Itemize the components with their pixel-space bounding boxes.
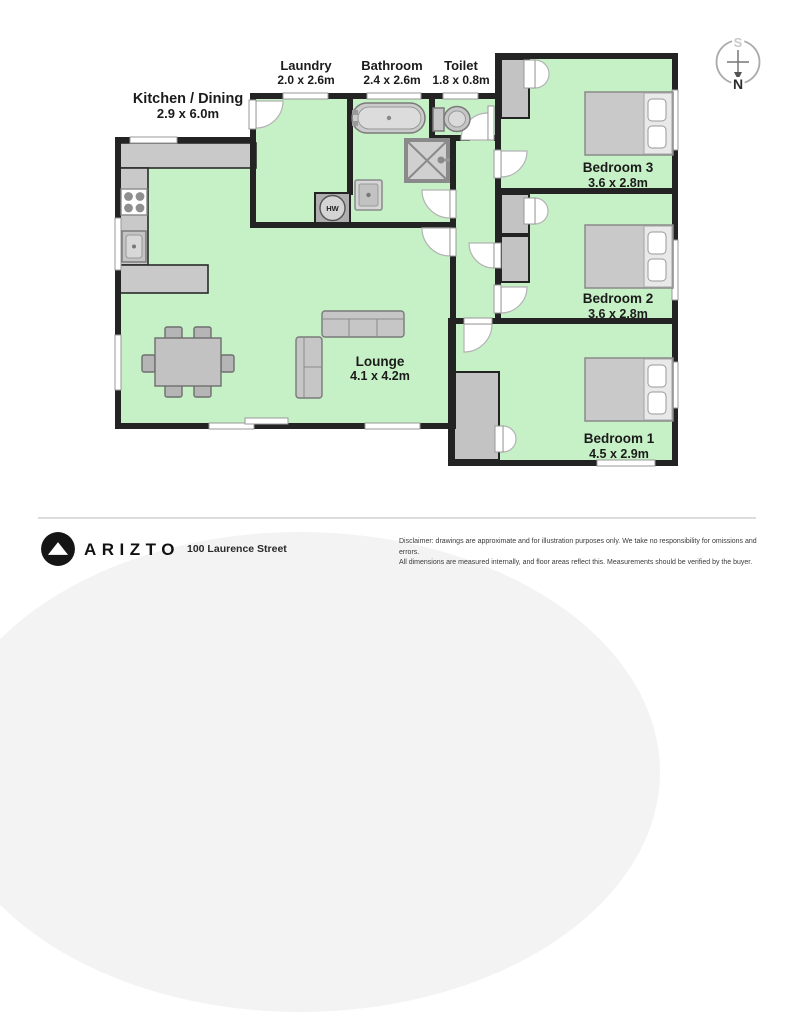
disclaimer-line1: Disclaimer: drawings are approximate and… bbox=[399, 538, 757, 556]
arizto-logo-icon bbox=[41, 532, 75, 566]
laundry-window bbox=[282, 92, 329, 100]
laundry-dims: 2.0 x 2.6m bbox=[277, 73, 334, 87]
door-swings bbox=[255, 59, 550, 453]
lounge-slider-b bbox=[244, 417, 289, 425]
bed-bedroom2 bbox=[584, 224, 674, 289]
bedroom3-dims: 3.6 x 2.8m bbox=[588, 176, 648, 190]
kitchen-label: Kitchen / Dining bbox=[133, 91, 243, 107]
disclaimer: Disclaimer: drawings are approximate and… bbox=[399, 537, 759, 569]
floor-plan: HW bbox=[114, 33, 761, 467]
sofa-two-seat bbox=[295, 336, 323, 399]
door-leaves bbox=[248, 59, 536, 453]
bathroom-door-swing bbox=[421, 189, 451, 219]
compass-icon: S N bbox=[715, 33, 761, 95]
laundry-label: Laundry bbox=[280, 58, 332, 73]
toilet-icon bbox=[432, 105, 471, 133]
kitchen-window-top bbox=[129, 136, 178, 144]
dining-table-set bbox=[141, 326, 235, 398]
bedroom2-dims: 3.6 x 2.8m bbox=[588, 307, 648, 321]
property-address: 100 Laurence Street bbox=[187, 543, 287, 555]
bedroom3-door-swing bbox=[500, 150, 528, 178]
bathroom-sink-icon bbox=[354, 179, 383, 211]
toilet-dims: 1.8 x 0.8m bbox=[432, 73, 489, 87]
living-door-swing bbox=[421, 227, 451, 257]
brand-name: ARIZTO bbox=[84, 540, 180, 559]
shower-icon bbox=[404, 138, 450, 183]
stove-icon bbox=[120, 188, 148, 216]
bedroom1-window-bottom bbox=[596, 459, 656, 467]
bedroom1-door-swing bbox=[463, 323, 493, 353]
bedroom3-label: Bedroom 3 bbox=[583, 160, 654, 175]
kitchen-window-left bbox=[114, 217, 122, 271]
bed-bedroom3 bbox=[584, 91, 674, 156]
disclaimer-line2: All dimensions are measured internally, … bbox=[399, 559, 753, 566]
entry-door-swing bbox=[255, 100, 284, 129]
footer-divider bbox=[38, 517, 756, 519]
lounge-slider-a bbox=[208, 422, 255, 430]
background-blob bbox=[0, 532, 660, 1012]
windows bbox=[114, 89, 679, 467]
compass-south-label: S bbox=[734, 35, 743, 50]
bedroom2-wardrobe-door bbox=[534, 197, 549, 225]
bedroom3-wardrobe-door bbox=[534, 59, 550, 89]
cupboard-door-swing bbox=[468, 242, 495, 269]
lounge-window-bottom bbox=[364, 422, 421, 430]
lounge-window-left bbox=[114, 334, 122, 391]
sofa-three-seat bbox=[321, 310, 405, 338]
bedroom1-label: Bedroom 1 bbox=[584, 431, 655, 446]
room-labels: Kitchen / Dining 2.9 x 6.0m Laundry 2.0 … bbox=[133, 58, 655, 461]
lounge-dims: 4.1 x 4.2m bbox=[350, 369, 410, 383]
hall-cupboard bbox=[500, 235, 530, 283]
bedroom2-door-swing bbox=[500, 286, 528, 314]
kitchen-sink-icon bbox=[121, 230, 147, 263]
bedroom1-wardrobe-door bbox=[502, 425, 517, 453]
bedroom1-wardrobe bbox=[453, 371, 500, 461]
hot-water-cylinder: HW bbox=[314, 192, 351, 224]
bathroom-label: Bathroom bbox=[361, 58, 422, 73]
toilet-label: Toilet bbox=[444, 58, 478, 73]
toilet-window bbox=[442, 92, 479, 100]
bedroom2-label: Bedroom 2 bbox=[583, 291, 654, 306]
compass-north-label: N bbox=[733, 76, 743, 92]
bathtub-icon bbox=[351, 102, 426, 134]
hw-label: HW bbox=[326, 204, 339, 213]
bathroom-window bbox=[366, 92, 422, 100]
bed-bedroom1 bbox=[584, 357, 674, 422]
bedroom1-dims: 4.5 x 2.9m bbox=[589, 447, 649, 461]
bathroom-dims: 2.4 x 2.6m bbox=[363, 73, 420, 87]
lounge-label: Lounge bbox=[356, 354, 405, 369]
kitchen-dims: 2.9 x 6.0m bbox=[157, 106, 219, 121]
